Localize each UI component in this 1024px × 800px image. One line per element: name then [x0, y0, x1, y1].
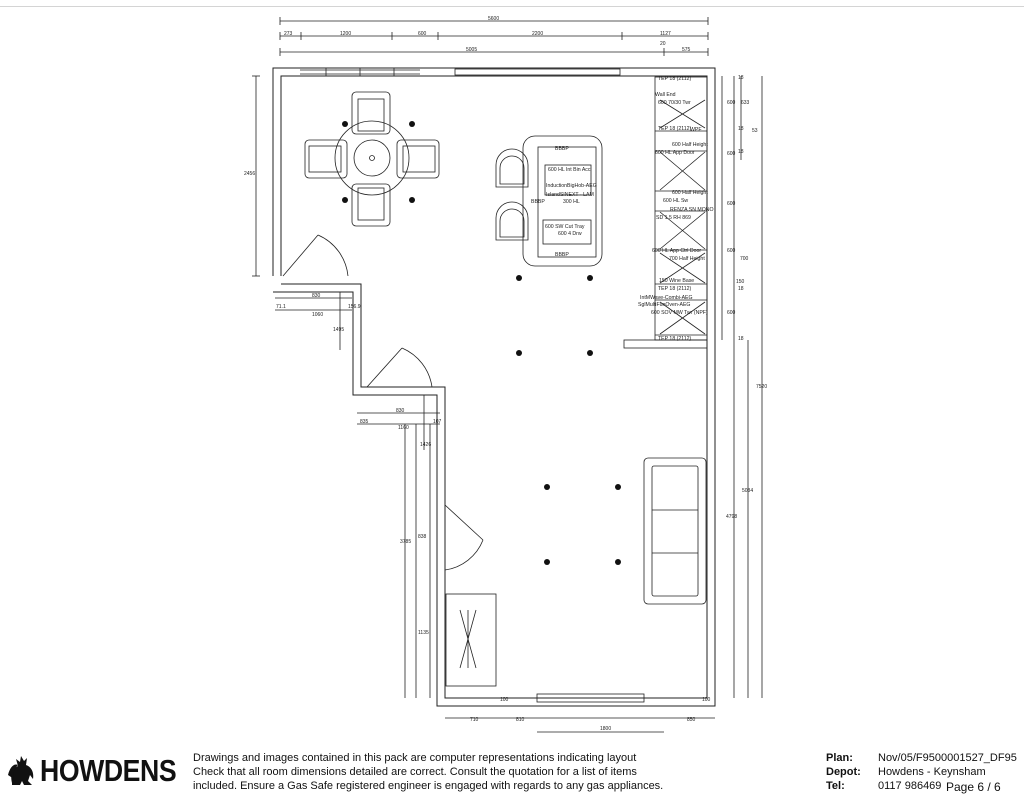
meta-tel-value: 0117 986469	[878, 780, 942, 792]
meta-plan-value: Nov/05/F9500001527_DF95	[878, 752, 1017, 764]
dim-bottom-row2: 1800	[600, 726, 611, 732]
dim-right-small-2: 18	[738, 126, 744, 132]
rooster-icon	[8, 756, 34, 785]
dim-cab2-2: 53	[752, 128, 758, 134]
dim-top-row3-1: 5005	[466, 47, 477, 53]
dim-cab2-1: 633	[741, 100, 750, 106]
page-footer: HOWDENS Drawings and images contained in…	[0, 745, 1024, 800]
label-wpf: WPF	[690, 127, 702, 133]
label-sov-tower: 600 SOV MW Twr (NPF)	[651, 310, 708, 316]
label-hl-app-ctrl: 600 HL App Ctrl Door	[652, 248, 701, 254]
dim-cab-2: 600	[727, 151, 736, 157]
dim-cab-3: 600	[727, 201, 736, 207]
dim-top-sub: 20	[660, 41, 666, 47]
disclaimer-line-1: Drawings and images contained in this pa…	[193, 752, 637, 764]
dim-right-height-2: 5034	[742, 488, 753, 494]
dim-cab-5: 700	[740, 256, 749, 262]
meta-plan-key: Plan:	[826, 752, 853, 764]
dim-left-height: 2456	[244, 171, 255, 177]
disclaimer-line-2: Check that all room dimensions detailed …	[193, 766, 637, 778]
page-top-rule	[0, 6, 1024, 7]
dim-right-small-1: 18	[738, 75, 744, 81]
dim-right-small-5: 150	[736, 279, 745, 285]
kitchen-floor-plan: 5600 273 1200 600 2200 1127 20 5005 575 …	[244, 16, 767, 733]
label-tep-4: TEP 18 (2112)	[658, 336, 692, 342]
dim-offset2: 1426	[420, 442, 431, 448]
dim-door2-width: 1160	[398, 425, 409, 431]
meta-tel-key: Tel:	[826, 780, 845, 792]
label-tall-tower: 600 70/30 Twr	[658, 100, 691, 106]
dim-door1-b: 830	[312, 293, 321, 299]
dim-right-small-4: 18	[738, 286, 744, 292]
plan-meta: Plan: Nov/05/F9500001527_DF95 Depot: How…	[826, 751, 1024, 793]
dim-top-row3-2: 575	[682, 47, 691, 53]
label-island-300hl: 300 HL	[563, 199, 580, 205]
label-microwave: IntMWave-Combi-AEG	[640, 295, 693, 301]
label-wall-end: Wall End	[655, 92, 676, 98]
label-tep-3: TEP 18 (2112)	[658, 286, 692, 292]
dim-right-height-3: 4798	[726, 514, 737, 520]
dim-offset1: 1495	[333, 327, 344, 333]
label-wine-base: 150 Wine Base	[659, 278, 694, 284]
meta-depot-row: Depot: Howdens - Keynsham	[826, 765, 1024, 779]
dim-cab-6: 600	[727, 310, 736, 316]
label-half-height-1: 600 Half Height	[672, 142, 708, 148]
dim-lower-left-1: 3785	[400, 539, 411, 545]
dim-door2-a: 835	[360, 419, 369, 425]
meta-depot-key: Depot:	[826, 766, 861, 778]
dim-door2-b: 830	[396, 408, 405, 414]
label-hl-sw: 600 HL Sw	[663, 198, 688, 204]
meta-plan-row: Plan: Nov/05/F9500001527_DF95	[826, 751, 1024, 765]
meta-depot-value: Howdens - Keynsham	[878, 766, 986, 778]
label-island-bbbp-3: BBBP	[555, 252, 569, 258]
dim-bottom-small-2: 100	[702, 697, 711, 703]
label-multi-oven: SglMultiFunOven-AEG	[638, 302, 690, 308]
page-number: Page 6 / 6	[946, 780, 1001, 794]
dim-door1-width: 1060	[312, 312, 323, 318]
disclaimer-text: Drawings and images contained in this pa…	[193, 751, 753, 793]
dim-door1-a: 71.1	[276, 304, 286, 310]
dim-top-seg-2: 1200	[340, 31, 351, 37]
label-hl-app-door: 600 HL App Door	[655, 150, 695, 156]
dim-bottom-3: 850	[687, 717, 696, 723]
dim-bottom-small-1: 100	[500, 697, 509, 703]
dim-top-seg-3: 600	[418, 31, 427, 37]
label-half-height-2: 600 Half Height	[672, 190, 708, 196]
dim-bottom-1: 710	[470, 717, 479, 723]
dim-bottom-2: 810	[516, 717, 525, 723]
disclaimer-line-3: included. Ensure a Gas Safe registered e…	[193, 780, 664, 792]
dim-right-small-6: 18	[738, 336, 744, 342]
label-island-bbbp: BBBP	[555, 146, 569, 152]
dim-top-total: 5600	[488, 16, 499, 22]
label-island-drawers: 600 4 Drw	[558, 231, 582, 237]
dim-lower-left-3: 1135	[418, 630, 429, 636]
label-island-hob: InductionBigHob-AEG	[546, 183, 597, 189]
dim-right-height-1: 7520	[756, 384, 767, 390]
meta-tel-row: Tel: 0117 986469	[826, 779, 1024, 793]
label-island-bin: 600 HL Int Bin Acc	[548, 167, 591, 173]
label-island-bbbp-2: BBBP	[531, 199, 545, 205]
label-island-sink: IslandSINEXT - LAM	[546, 192, 594, 198]
label-tep-2: TEP 18 (2112)	[658, 126, 692, 132]
label-half-height-3: 700 Half Height	[669, 256, 705, 262]
howdens-logo: HOWDENS	[6, 751, 198, 791]
dim-top-seg-4: 2200	[532, 31, 543, 37]
label-sink: SD 1.5 RH 869	[656, 215, 691, 221]
dim-right-small-3: 18	[738, 149, 744, 155]
dim-top-seg-1: 273	[284, 31, 293, 37]
dim-cab-4: 600	[727, 248, 736, 254]
dim-door1-c: 156.9	[348, 304, 361, 310]
dim-top-seg-5: 1127	[660, 31, 671, 37]
label-island-cut-tray: 600 SW Cut Tray	[545, 224, 585, 230]
label-tep-1: TEP 18 (2112)	[658, 76, 692, 82]
dim-door2-c: 107	[433, 419, 442, 425]
dim-cab-1: 600	[727, 100, 736, 106]
dim-lower-left-2: 838	[418, 534, 427, 540]
label-renza: RENZA SN MONO	[670, 207, 714, 213]
logo-wordmark: HOWDENS	[40, 753, 177, 788]
